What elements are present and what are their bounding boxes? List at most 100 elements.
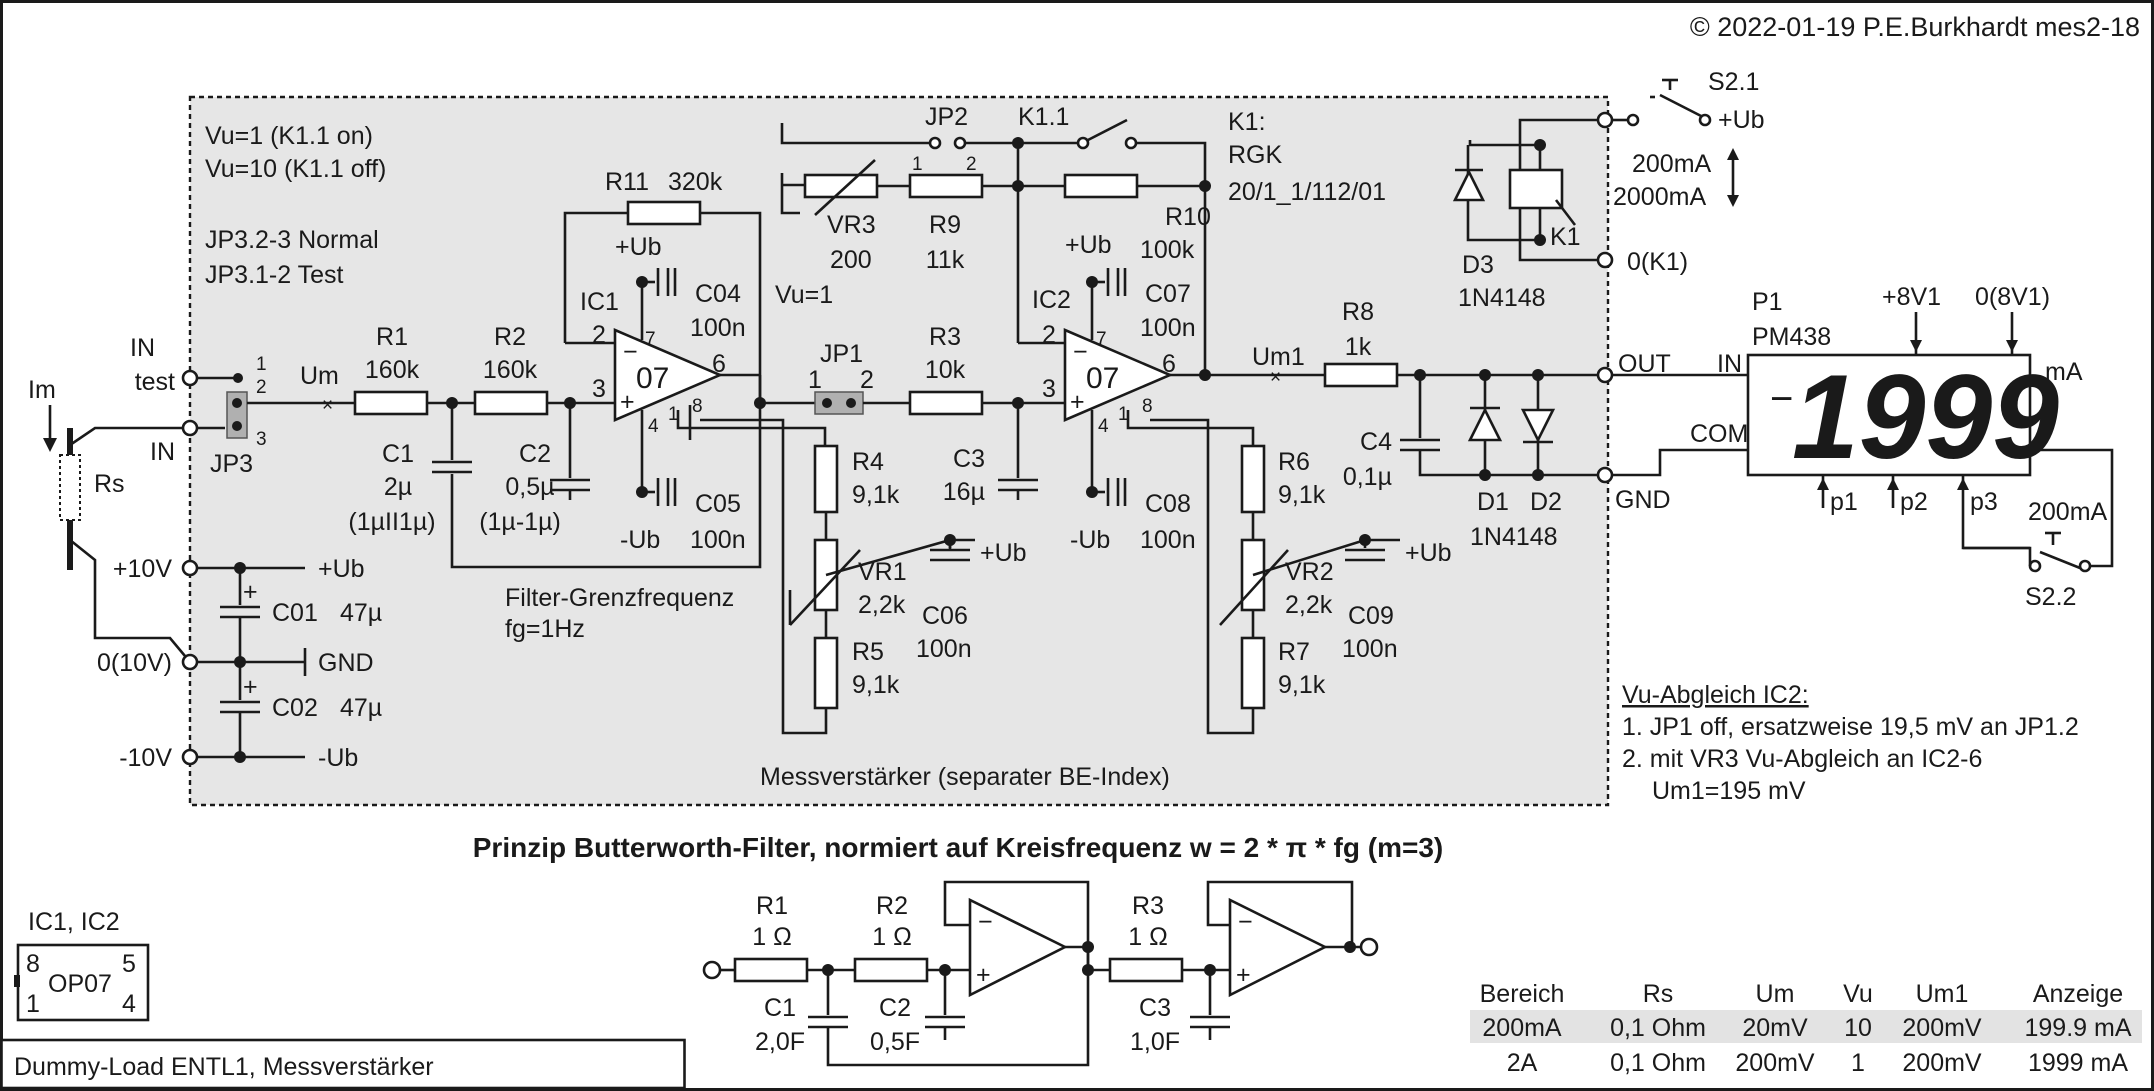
chip-label: IC1, IC2 xyxy=(28,908,120,936)
meter-zero8-arrow xyxy=(2006,340,2018,352)
principle-c3-value: 1,0F xyxy=(1130,1028,1180,1056)
meter-display: 1999 xyxy=(1792,350,2059,484)
k1-zero-terminal[interactable] xyxy=(1596,251,1614,269)
jp3-jumper[interactable] xyxy=(226,391,248,439)
rail-pub: +Ub xyxy=(318,555,365,583)
meter-p1: P1 xyxy=(1752,288,1783,316)
principle-op2-minus: − xyxy=(1238,908,1253,936)
r4-name: R4 xyxy=(852,448,884,476)
ic2-pub: +Ub xyxy=(1065,231,1112,259)
r5-name: R5 xyxy=(852,638,884,666)
s22-lever xyxy=(2039,550,2081,570)
meter-com-wire xyxy=(1612,448,1748,477)
ic1-pin8: 8 xyxy=(692,396,703,417)
m10v-terminal[interactable] xyxy=(181,748,199,766)
d2-diode xyxy=(1520,408,1556,443)
um1-label: Um1 xyxy=(1252,343,1305,371)
c2-note: (1µ-1µ) xyxy=(479,508,561,536)
r6-value: 9,1k xyxy=(1278,481,1326,509)
k11-contact-b xyxy=(1124,136,1138,150)
d1-diode xyxy=(1467,407,1503,442)
c2-name: C2 xyxy=(519,440,551,468)
c07-name: C07 xyxy=(1145,280,1191,308)
gnd-terminal[interactable] xyxy=(1596,466,1614,484)
table-cell: 0,1 Ohm xyxy=(1610,1014,1706,1042)
jp3-pin-label-1: 1 xyxy=(256,354,267,375)
principle-r1 xyxy=(733,957,809,983)
principle-r3 xyxy=(1108,957,1184,983)
r11-name: R11 xyxy=(605,168,649,196)
ic2-type: 07 xyxy=(1086,362,1119,395)
meter-p2-label: p2 xyxy=(1900,488,1928,516)
r3-resistor xyxy=(908,390,984,416)
k1-coil-label: K1 xyxy=(1550,223,1581,251)
r9-value: 11k xyxy=(926,246,965,274)
note-jp-test: JP3.1-2 Test xyxy=(205,261,344,289)
title-box xyxy=(0,1038,686,1090)
in-test-terminal[interactable] xyxy=(181,369,199,387)
rs-label: Rs xyxy=(94,470,125,498)
table-header: Rs xyxy=(1643,980,1674,1008)
r5-return-wire xyxy=(700,418,828,735)
ic2-label: IC2 xyxy=(1032,286,1071,314)
principle-op1-feedback xyxy=(943,880,1090,945)
c01-name: C01 xyxy=(272,599,318,627)
principle-r1-name: R1 xyxy=(756,892,788,920)
r10-node xyxy=(1199,180,1211,192)
jp3-label: JP3 xyxy=(210,450,253,478)
principle-in-terminal xyxy=(702,960,722,980)
r8-value: 1k xyxy=(1345,333,1372,361)
principle-opamp-1 xyxy=(968,897,1068,998)
principle-title: Prinzip Butterworth-Filter, normiert auf… xyxy=(473,832,1443,863)
table-cell: 2A xyxy=(1507,1049,1538,1077)
jp1-label: JP1 xyxy=(820,340,863,368)
p10v-terminal[interactable] xyxy=(181,559,199,577)
s21-lever xyxy=(1659,93,1706,120)
r10-value: 100k xyxy=(1140,236,1195,264)
r4-resistor xyxy=(813,444,839,514)
table-header: Um xyxy=(1756,980,1795,1008)
c04-name: C04 xyxy=(695,280,741,308)
ic2-pin2: 2 xyxy=(1042,321,1056,349)
r6-resistor xyxy=(1240,444,1266,514)
principle-op1-plus: + xyxy=(976,961,991,989)
s22-label: S2.2 xyxy=(2025,583,2076,611)
principle-r1-value: 1 Ω xyxy=(752,923,792,951)
principle-out-terminal xyxy=(1359,937,1379,957)
meter-zero8: 0(8V1) xyxy=(1975,283,2050,311)
k1-coil-diag xyxy=(1554,199,1577,226)
chip-pin5: 5 xyxy=(122,950,136,978)
r1-value: 160k xyxy=(365,356,420,384)
note-fg: fg=1Hz xyxy=(505,615,585,643)
k1-type: RGK xyxy=(1228,141,1283,169)
meter-plus8: +8V1 xyxy=(1882,283,1941,311)
jp3-pin-label-3: 3 xyxy=(256,429,267,450)
note-filter: Filter-Grenzfrequenz xyxy=(505,584,734,612)
c09-value: 100n xyxy=(1342,635,1398,663)
ic2-mub: -Ub xyxy=(1070,526,1110,554)
meter-in-label: IN xyxy=(1717,350,1742,378)
s21-label: S2.1 xyxy=(1708,68,1759,96)
meter-p1-arrow xyxy=(1817,478,1829,490)
jp1-pin1 xyxy=(822,398,832,408)
meter-body xyxy=(1746,353,2032,477)
zero10v-terminal[interactable] xyxy=(181,653,199,671)
jp2-pin-label-1: 1 xyxy=(912,154,923,175)
table-cell: 1999 mA xyxy=(2028,1049,2128,1077)
jp2-pin1 xyxy=(928,136,942,150)
k11-label: K1.1 xyxy=(1018,103,1069,131)
ic1-pin4: 4 xyxy=(648,416,659,437)
chip-notch xyxy=(14,975,20,987)
s21-terminal[interactable] xyxy=(1596,111,1614,129)
copyright: © 2022-01-19 P.E.Burkhardt mes2-18 xyxy=(1690,12,2140,42)
out-terminal[interactable] xyxy=(1596,366,1614,384)
jp3-pin3 xyxy=(232,421,242,431)
c4-name: C4 xyxy=(1360,428,1392,456)
ic1-type: 07 xyxy=(636,362,669,395)
rs-top-wire xyxy=(69,426,190,447)
principle-op2-feedback xyxy=(1206,880,1354,947)
in-terminal[interactable] xyxy=(181,419,199,437)
table-cell: 199.9 mA xyxy=(2024,1014,2131,1042)
ic2-pin1: 1 xyxy=(1118,404,1129,425)
